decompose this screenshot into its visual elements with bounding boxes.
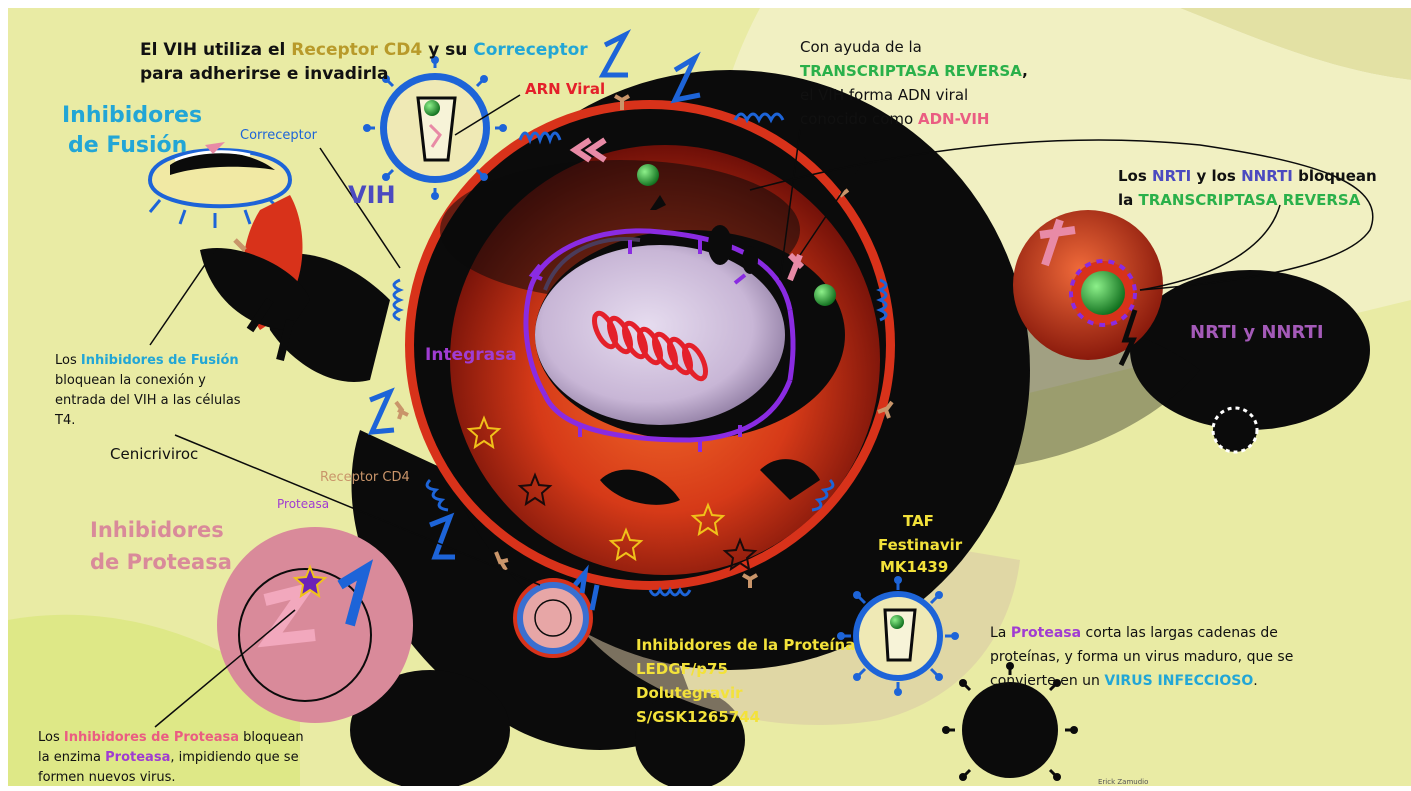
fusion-text-line-1: Los Inhibidores de Fusión [55, 353, 239, 369]
maturation-text-line-3: convierte en un VIRUS INFECCIOSO. [990, 673, 1258, 691]
inhibidores-fusion-title-1: Inhibidores [62, 102, 202, 130]
fusion-text-line-2: bloquean la conexión y [55, 373, 206, 389]
inhibidores-fusion-title-2: de Fusión [68, 132, 187, 160]
ledgf-line-3: Dolutegravir [636, 684, 743, 703]
integrasa-label: Integrasa [425, 345, 517, 366]
green-particle [814, 284, 836, 306]
ledgf-line-1: Inhibidores de la Proteína [636, 636, 855, 655]
title-line-1: El VIH utiliza el Receptor CD4 y su Corr… [140, 40, 588, 61]
mk1439-label: MK1439 [880, 558, 948, 577]
correceptor-label: Correceptor [240, 128, 317, 144]
proteasa-text-line-2: la enzima Proteasa, impidiendo que se [38, 750, 299, 766]
author-credit: Erick Zamudio [1098, 778, 1148, 787]
fusion-text-line-4: T4. [55, 413, 75, 429]
inhibidores-proteasa-title-1: Inhibidores [90, 517, 224, 543]
nrti-text-line-1: Los NRTI y los NNRTI bloquean [1118, 167, 1377, 186]
proteasa-circle [217, 527, 413, 723]
receptor-cd4-label: Receptor CD4 [320, 470, 410, 486]
rt-text-line-2: TRANSCRIPTASA REVERSA, [800, 62, 1028, 81]
fusion-text-line-3: entrada del VIH a las células [55, 393, 241, 409]
maturation-text-line-2: proteínas, y forma un virus maduro, que … [990, 649, 1293, 667]
arn-viral-label: ARN Viral [525, 80, 605, 99]
taf-label: TAF [903, 512, 934, 531]
green-particle [637, 164, 659, 186]
inhibidores-proteasa-title-2: de Proteasa [90, 549, 232, 575]
vih-label: VIH [348, 180, 396, 210]
rt-text-line-3: el VIH forma ADN viral [800, 86, 968, 105]
proteasa-text-line-1: Los Inhibidores de Proteasa bloquean [38, 730, 304, 746]
cenicriviroc-label: Cenicriviroc [110, 445, 198, 464]
title-line-2: para adherirse e invadirla [140, 64, 388, 85]
rt-text-line-1: Con ayuda de la [800, 38, 922, 57]
rt-text-line-4: conocido como ADN-VIH [800, 110, 989, 129]
ledgf-line-4: S/GSK1265744 [636, 708, 760, 727]
maturation-text-line-1: La Proteasa corta las largas cadenas de [990, 625, 1278, 643]
proteasa-text-line-3: formen nuevos virus. [38, 770, 176, 786]
proteasa-label: Proteasa [277, 497, 329, 512]
nrti-nnrti-label: NRTI y NNRTI [1190, 322, 1324, 345]
festinavir-label: Festinavir [878, 536, 962, 555]
ledgf-line-2: LEDGF/p75 [636, 660, 728, 679]
nrti-text-line-2: la TRANSCRIPTASA REVERSA [1118, 191, 1360, 210]
